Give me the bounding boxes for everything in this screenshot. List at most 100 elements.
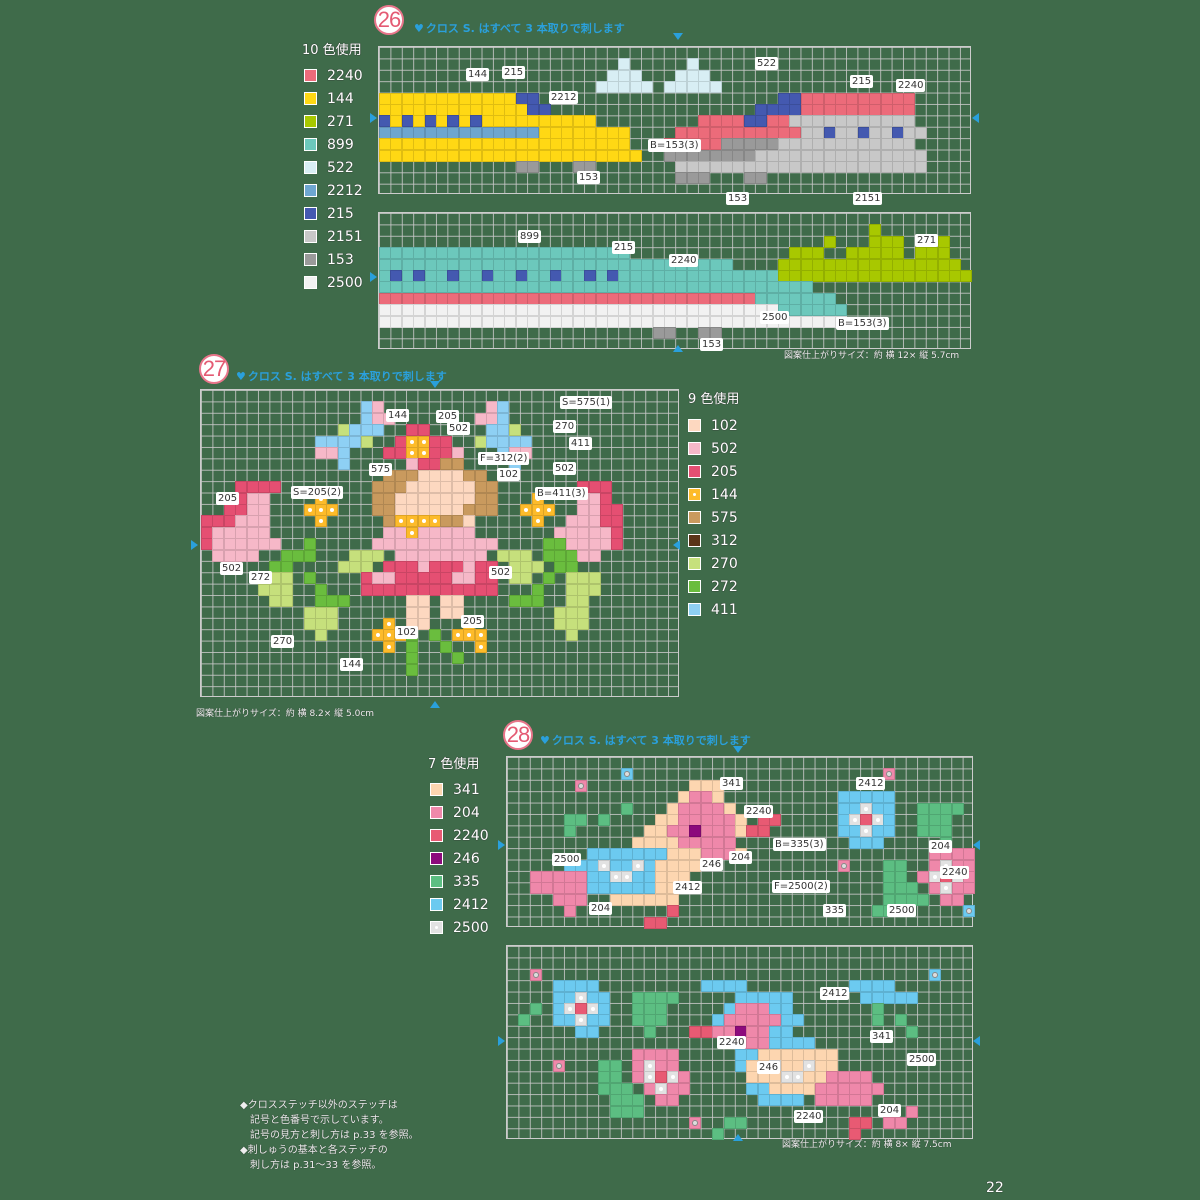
stitch-cell [575, 1014, 588, 1027]
stitch-cell [383, 561, 396, 573]
stitch-cell [655, 814, 668, 826]
stitch-cell [451, 595, 464, 608]
stitch-cell [871, 980, 884, 993]
stitch-cell [383, 447, 396, 459]
stitch-cell [860, 1071, 873, 1084]
instruction-text: クロス S. はすべて 3 本取りで刺します [247, 370, 447, 383]
stitch-cell [451, 549, 464, 562]
stitch-cell [575, 871, 588, 883]
stitch-cell [803, 1071, 816, 1084]
stitch-cell [515, 315, 528, 328]
stitch-cell [928, 859, 941, 872]
stitch-cell [538, 315, 551, 328]
stitch-cell [481, 126, 494, 139]
stitch-cell [792, 1060, 804, 1072]
stitch-cell [778, 270, 790, 282]
stitch-cell [586, 871, 599, 883]
stitch-cell [780, 1060, 793, 1072]
stitch-cell [565, 618, 578, 630]
stitch-cell [564, 871, 576, 883]
stitch-cell [379, 115, 391, 128]
color-callout-label: 2212 [549, 91, 579, 104]
stitch-cell [735, 1048, 747, 1061]
stitch-cell [869, 224, 882, 237]
stitch-cell [561, 258, 574, 271]
stitch-cell [611, 515, 624, 528]
stitch-cell [632, 871, 645, 883]
stitch-cell [424, 138, 437, 151]
legend-label: 2212 [327, 182, 363, 199]
stitch-cell [675, 281, 688, 294]
stitch-cell [698, 315, 711, 328]
legend-item-2412: 2412 [430, 893, 489, 916]
stitch-cell [383, 515, 396, 528]
stitch-cell [857, 115, 870, 128]
stitch-cell [515, 247, 528, 260]
legend-label: 102 [711, 417, 738, 434]
stitch-cell [928, 968, 941, 981]
stitch-cell [565, 526, 578, 539]
stitch-cell [871, 791, 884, 804]
stitch-cell [424, 247, 437, 260]
stitch-cell [721, 138, 733, 151]
stitch-cell [721, 115, 733, 128]
stitch-cell [869, 258, 882, 271]
stitch-cell [632, 1014, 645, 1027]
stitch-cell [800, 126, 813, 139]
stitch-cell [424, 126, 437, 139]
stitch-cell [675, 304, 688, 317]
stitch-cell [769, 1048, 782, 1061]
center-marker-arrow-icon [673, 33, 683, 40]
color-callout-label: 522 [755, 57, 779, 70]
stitch-cell [463, 561, 476, 573]
stitch-cell [406, 447, 419, 459]
stitch-cell [212, 549, 225, 562]
stitch-cell [778, 138, 790, 151]
stitch-cell [394, 504, 407, 516]
stitch-cell [732, 161, 745, 173]
stitch-cell [686, 270, 699, 282]
stitch-cell [666, 802, 679, 815]
stitch-cell [417, 561, 430, 573]
stitch-cell [463, 538, 476, 551]
stitch-cell [766, 161, 779, 173]
stitch-cell [529, 882, 542, 895]
stitch-cell [515, 149, 528, 162]
stitch-cell [643, 1014, 656, 1027]
color-callout-label: S=205(2) [291, 486, 343, 499]
legend-label: 272 [711, 578, 738, 595]
stitch-cell [598, 1003, 611, 1015]
stitch-cell [504, 281, 517, 294]
chart-28-instruction: ♥クロス S. はすべて 3 本取りで刺します [540, 732, 751, 748]
stitch-cell [780, 1094, 793, 1107]
color-callout-label: 2240 [940, 866, 970, 879]
stitch-cell [814, 1094, 827, 1107]
stitch-cell [413, 270, 426, 282]
stitch-cell [584, 247, 597, 260]
stitch-cell [470, 115, 483, 128]
stitch-cell [550, 258, 562, 271]
stitch-cell [564, 814, 576, 826]
stitch-cell [413, 304, 426, 317]
stitch-cell [826, 1094, 839, 1107]
legend-label: 204 [453, 804, 480, 821]
stitch-cell [823, 304, 836, 317]
stitch-cell [600, 504, 612, 516]
legend-item-2500: 2500 [430, 916, 489, 939]
stitch-cell [235, 526, 248, 539]
stitch-cell [447, 281, 460, 294]
stitch-cell [552, 882, 565, 895]
stitch-cell [303, 504, 316, 516]
stitch-cell [406, 458, 419, 471]
stitch-cell [721, 258, 733, 271]
stitch-cell [303, 549, 316, 562]
color-swatch [430, 783, 443, 796]
instruction-text: クロス S. はすべて 3 本取りで刺します [425, 22, 625, 35]
stitch-cell [846, 115, 859, 128]
stitch-cell [577, 538, 590, 551]
stitch-cell [561, 292, 574, 305]
stitch-cell [618, 292, 631, 305]
stitch-cell [390, 149, 403, 162]
stitch-cell [735, 1117, 747, 1129]
